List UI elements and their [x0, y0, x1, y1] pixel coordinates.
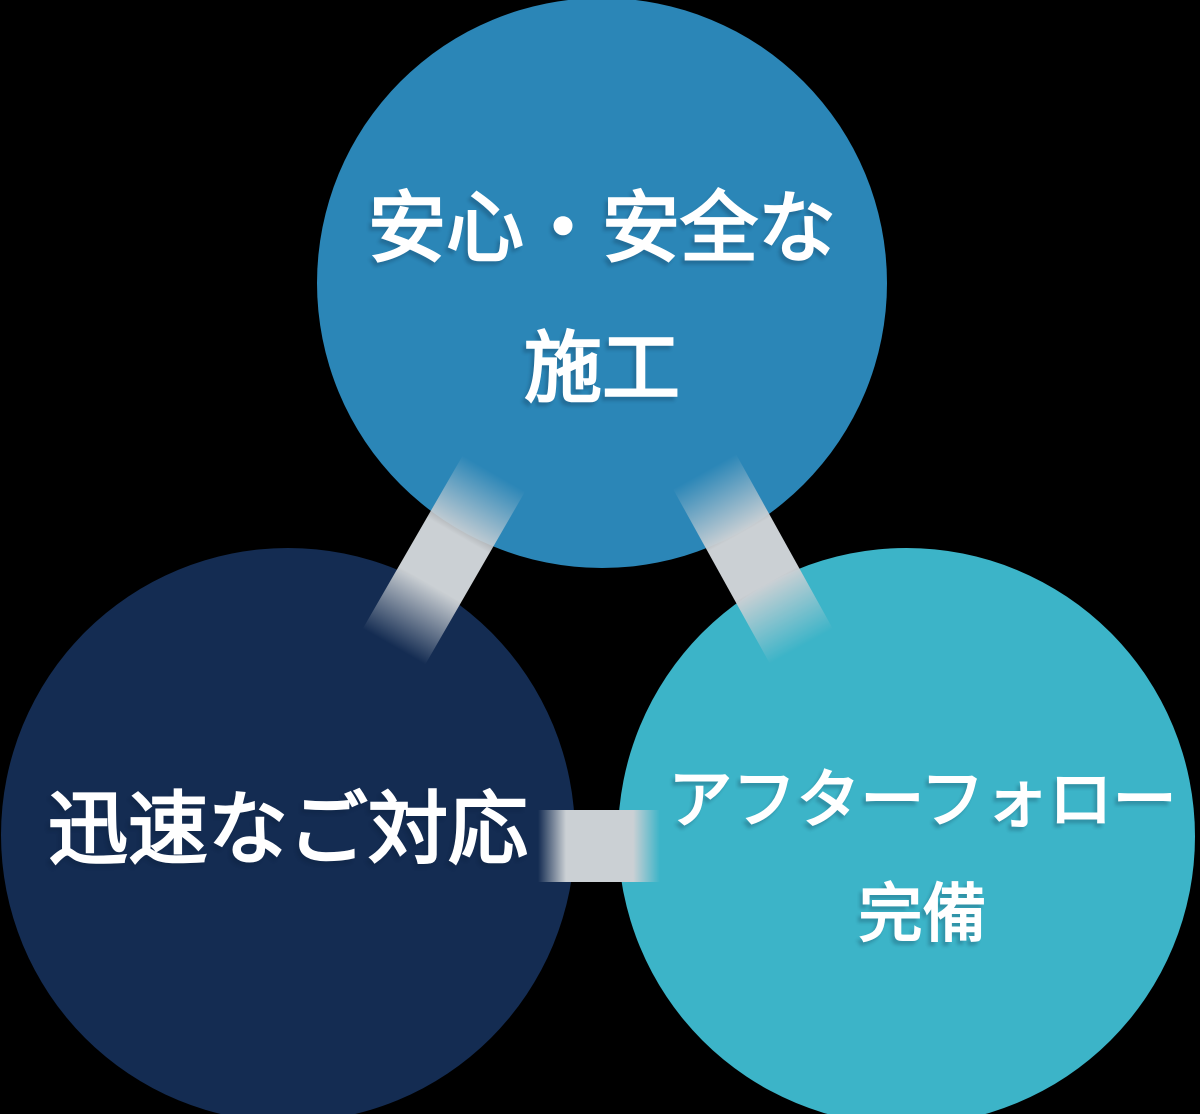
label-line: アフターフォロー	[668, 763, 1177, 836]
circle-quick-response-label: 迅速なご対応	[48, 775, 528, 885]
circle-after-follow-label: アフターフォロー 完備	[668, 743, 1176, 971]
circle-after-follow: アフターフォロー 完備	[618, 548, 1195, 1114]
circle-safe-construction-label: 安心・安全な 施工	[368, 158, 836, 438]
circle-safe-construction: 安心・安全な 施工	[317, 0, 887, 568]
label-line: 施工	[523, 324, 680, 412]
label-line: 迅速なご対応	[48, 785, 528, 874]
label-line: 完備	[858, 877, 987, 950]
label-line: 安心・安全な	[367, 184, 836, 272]
circle-quick-response: 迅速なご対応	[1, 548, 575, 1114]
